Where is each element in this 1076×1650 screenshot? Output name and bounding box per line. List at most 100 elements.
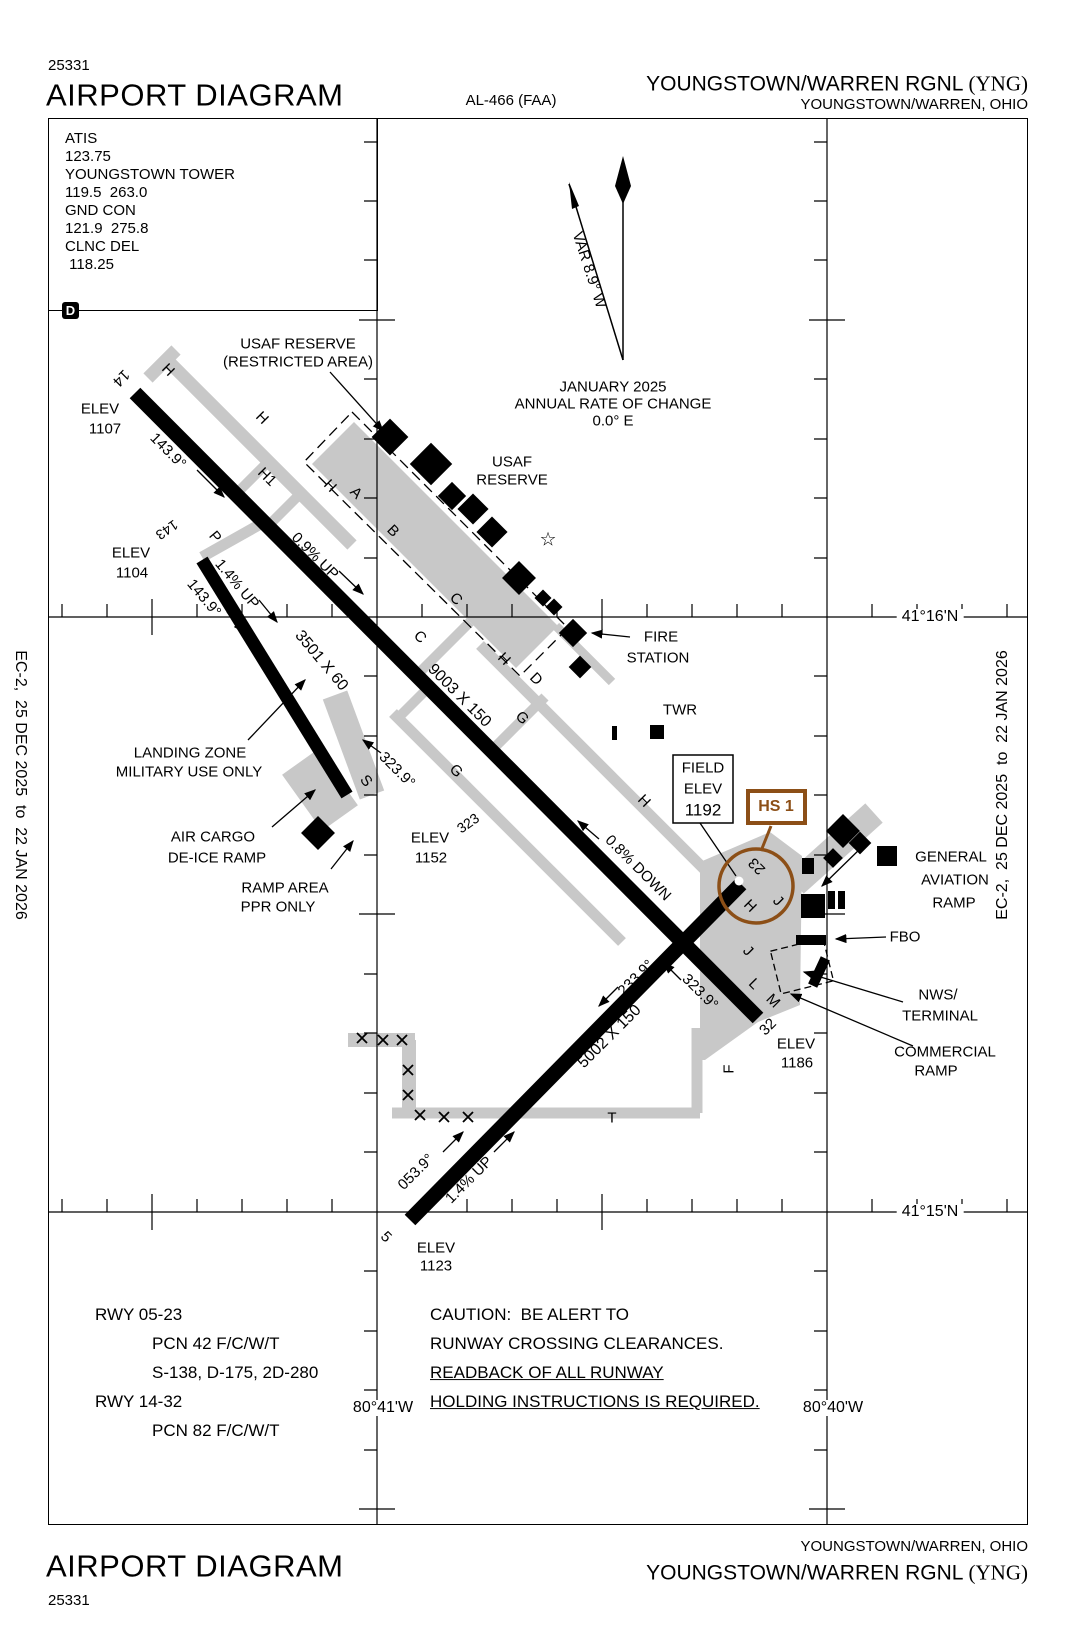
connector-h1 — [265, 488, 306, 529]
gnd-con-label: GND CON — [65, 202, 136, 220]
apron-building-1 — [802, 858, 814, 874]
lon-label-left: 80°41'W — [347, 1400, 419, 1416]
runway-5-23 — [404, 878, 747, 1226]
tower-aux-building — [612, 726, 617, 740]
lon-label-right: 80°40'W — [797, 1400, 869, 1416]
apron-building-2 — [828, 891, 835, 909]
caution-line3: READBACK OF ALL RUNWAY — [430, 1363, 664, 1383]
fire-station-arrow — [590, 629, 631, 639]
closed-taxiway-x-marks — [356, 1032, 474, 1123]
landing-zone-runway — [196, 556, 353, 799]
graticule — [48, 118, 1028, 1525]
taxiway-h-northwest — [160, 353, 357, 550]
nws-label-2: TERMINAL — [902, 1007, 978, 1025]
elev-rwy5-2: 1123 — [419, 1257, 453, 1275]
rwy5-slope-arrow — [493, 1131, 515, 1153]
rwy23-heading-arrow — [598, 986, 619, 1007]
usaf-building-5 — [476, 516, 508, 548]
ramp-area-label-1: RAMP AREA — [241, 879, 329, 897]
hotspot-box — [746, 789, 807, 825]
air-cargo-label-2: DE-ICE RAMP — [167, 849, 267, 867]
magnetic-north-barb — [569, 182, 579, 209]
hotspot-leader — [759, 825, 773, 852]
fbo-arrow — [834, 934, 887, 944]
taxiway-f: F — [720, 1064, 738, 1074]
annual-date: JANUARY 2025 — [559, 378, 667, 396]
ga-building-4 — [877, 846, 897, 866]
footer-chart-code: 25331 — [48, 1592, 90, 1610]
field-elev-box — [672, 754, 734, 824]
elev-rwy14-1: ELEV — [80, 400, 120, 418]
terminal-building — [801, 894, 825, 918]
usaf-reserve-note-1: USAF RESERVE — [240, 335, 356, 353]
rwy14-heading-arrow — [196, 469, 225, 498]
caution-line4: HOLDING INSTRUCTIONS IS REQUIRED. — [430, 1392, 760, 1412]
elev-rwy5-1: ELEV — [416, 1239, 456, 1257]
procedure-id: AL-466 (FAA) — [465, 92, 557, 110]
ga-ramp-label-2: AVIATION — [921, 871, 989, 889]
usaf-ramp-pavement — [312, 422, 558, 668]
taxiway-s-path — [322, 690, 385, 800]
landing-zone-arrow — [247, 679, 306, 741]
tower-freq: 119.5 263.0 — [65, 184, 148, 202]
map-border — [48, 118, 1028, 1525]
usaf-reserve-note-2: (RESTRICTED AREA) — [222, 353, 374, 371]
fire-station-building — [558, 618, 588, 648]
taxiway-g — [389, 709, 626, 946]
rwy32-heading-arrow — [663, 962, 682, 981]
atis-label: ATIS — [65, 130, 98, 148]
runways — [129, 387, 764, 1226]
rwy1-id: RWY 05-23 — [95, 1305, 183, 1325]
connector-h — [233, 456, 274, 497]
gnd-con-freq: 121.9 275.8 — [65, 220, 149, 238]
lz-heading-arrow — [226, 611, 245, 633]
ramp-area-arrow — [330, 839, 354, 870]
elev-rwy32-1: ELEV — [776, 1035, 816, 1053]
ga-ramp-arrow — [821, 844, 865, 887]
field-elev-leader — [699, 822, 737, 877]
elev-rwy32-2: 1186 — [780, 1054, 814, 1072]
taxiway-t: T — [607, 1109, 617, 1127]
airport-code: (YNG) — [968, 71, 1028, 96]
annual-value: 0.0° E — [592, 412, 634, 430]
fbo-building-b — [808, 956, 830, 988]
compass-rose — [568, 156, 631, 361]
footer-airport-code: (YNG) — [968, 1560, 1028, 1585]
usaf-ramp-label-2: RESERVE — [476, 471, 548, 489]
elev-rwy323-2: 1152 — [414, 849, 448, 867]
caution-line1: CAUTION: BE ALERT TO — [430, 1305, 630, 1325]
nws-label-1: NWS/ — [918, 986, 958, 1004]
apron-building-3 — [838, 891, 845, 909]
magnetic-north-line — [568, 183, 624, 361]
restricted-area-boundary — [303, 411, 569, 677]
commercial-ramp-arrow — [789, 993, 914, 1047]
terminal-apron — [700, 832, 802, 1060]
field-elev-line1: FIELD — [681, 759, 725, 777]
landing-zone-note-1: LANDING ZONE — [133, 744, 247, 762]
atis-freq: 123.75 — [65, 148, 111, 166]
elev-rwy14-2: 1107 — [88, 420, 122, 438]
airport-title: YOUNGSTOWN/WARREN RGNL (YNG) — [646, 72, 1028, 95]
footer-city: YOUNGSTOWN/WARREN, OHIO — [800, 1538, 1028, 1556]
nws-terminal-boundary — [769, 937, 835, 995]
footer-airport-title: YOUNGSTOWN/WARREN RGNL (YNG) — [646, 1561, 1028, 1584]
rwy1-pcn: PCN 42 F/C/W/T — [152, 1334, 280, 1354]
hotspot-label: HS 1 — [758, 798, 794, 815]
lat-top-half-ticks — [151, 599, 603, 635]
airport-city: YOUNGSTOWN/WARREN, OHIO — [800, 96, 1028, 114]
rwy23-slope-arrow — [577, 820, 600, 840]
leader-lines — [196, 371, 914, 1153]
beacon-star: ☆ — [539, 529, 557, 551]
usaf-ramp-label-1: USAF — [491, 453, 533, 471]
usaf-building-8 — [545, 598, 563, 616]
rwy5-heading-arrow — [442, 1131, 464, 1153]
true-north-arrow-head — [615, 156, 631, 204]
air-cargo-arrow — [271, 789, 316, 828]
fire-station-label-1: FIRE — [643, 628, 679, 646]
control-tower-building — [650, 725, 664, 739]
air-cargo-ramp-pavement — [282, 749, 358, 831]
lz-heading-323-arrow — [361, 739, 382, 754]
lon-left-ticks — [364, 141, 377, 1451]
field-elev-line2: ELEV — [683, 780, 723, 798]
